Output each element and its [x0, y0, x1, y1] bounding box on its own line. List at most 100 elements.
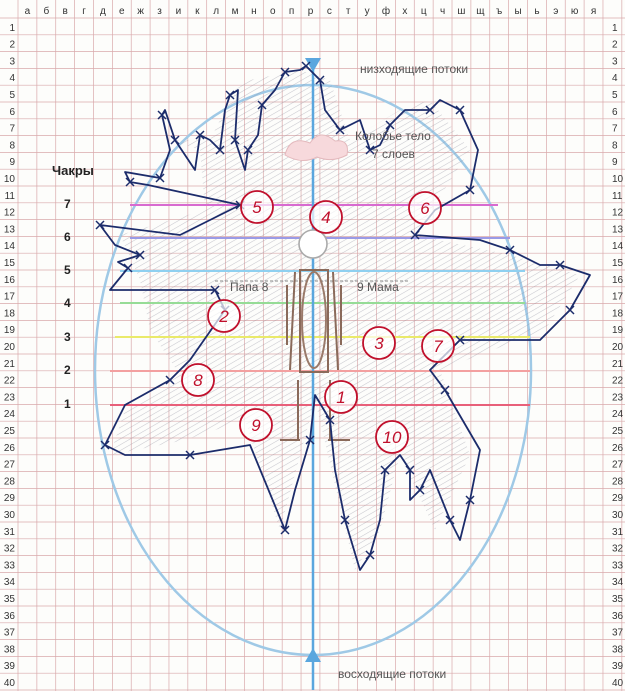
column-label: ц [421, 6, 427, 17]
column-headers: абвгдежзиклмнопрстуфхцчшщъыьэюя [25, 5, 597, 17]
row-label-right: 29 [612, 493, 624, 504]
column-label: э [553, 6, 558, 17]
row-label-left: 21 [4, 359, 16, 370]
row-label-right: 21 [612, 359, 624, 370]
column-label: т [346, 6, 351, 17]
row-label-left: 19 [4, 325, 16, 336]
row-label-left: 30 [4, 510, 16, 521]
row-label-right: 6 [612, 107, 618, 118]
column-label: д [100, 6, 106, 17]
column-label: б [43, 5, 49, 17]
column-label: е [119, 6, 125, 17]
row-label-right: 20 [612, 342, 624, 353]
column-label: ь [534, 6, 539, 17]
column-label: у [365, 6, 370, 17]
row-label-right: 10 [612, 174, 624, 185]
column-label: я [591, 6, 596, 17]
father-label: Папа 8 [230, 280, 269, 294]
row-label-right: 18 [612, 308, 624, 319]
row-label-right: 36 [612, 611, 624, 622]
row-label-left: 6 [9, 107, 15, 118]
row-label-left: 37 [4, 628, 16, 639]
down-flows-label: низходящие потоки [360, 62, 468, 76]
row-label-right: 16 [612, 275, 624, 286]
column-label: ю [571, 6, 579, 17]
column-label: с [327, 6, 332, 17]
row-label-left: 27 [4, 460, 16, 471]
body-layer-label-2: 7 слоев [372, 147, 415, 161]
row-label-right: 2 [612, 40, 618, 51]
row-label-left: 9 [9, 157, 15, 168]
row-label-left: 17 [4, 292, 16, 303]
column-label: п [289, 6, 294, 17]
row-label-left: 13 [4, 224, 16, 235]
column-label: о [270, 6, 276, 17]
row-label-left: 38 [4, 644, 16, 655]
body-layer-label-1: Колобье тело [355, 129, 431, 143]
column-label: ч [440, 6, 445, 17]
row-label-right: 7 [612, 124, 618, 135]
chakra-number: 5 [64, 263, 71, 277]
column-label: щ [476, 6, 484, 17]
row-label-right: 30 [612, 510, 624, 521]
row-label-right: 31 [612, 527, 624, 538]
column-label: ж [137, 6, 144, 17]
row-label-right: 17 [612, 292, 624, 303]
circle-number: 7 [433, 337, 443, 356]
row-label-right: 9 [612, 157, 618, 168]
row-label-left: 28 [4, 476, 16, 487]
row-label-left: 40 [4, 678, 16, 689]
column-label: г [82, 6, 86, 17]
column-label: р [308, 6, 314, 17]
row-label-left: 39 [4, 661, 16, 672]
column-label: з [157, 6, 162, 17]
row-label-left: 15 [4, 258, 16, 269]
row-label-right: 4 [612, 73, 618, 84]
row-label-right: 32 [612, 544, 624, 555]
row-label-right: 19 [612, 325, 624, 336]
circle-number: 10 [383, 428, 402, 447]
column-label: ъ [496, 6, 502, 17]
circle-number: 1 [336, 388, 345, 407]
chakra-number: 3 [64, 330, 71, 344]
row-label-left: 35 [4, 594, 16, 605]
row-label-left: 24 [4, 409, 16, 420]
column-label: и [176, 6, 182, 17]
row-label-right: 26 [612, 443, 624, 454]
row-label-right: 13 [612, 224, 624, 235]
row-label-right: 40 [612, 678, 624, 689]
circle-number: 5 [252, 198, 262, 217]
row-label-right: 25 [612, 426, 624, 437]
row-label-left: 26 [4, 443, 16, 454]
circle-number: 9 [251, 416, 261, 435]
row-label-left: 20 [4, 342, 16, 353]
chakra-number: 6 [64, 230, 71, 244]
row-label-left: 4 [9, 73, 15, 84]
row-label-right: 24 [612, 409, 624, 420]
circle-number: 4 [321, 208, 330, 227]
row-label-left: 7 [9, 124, 15, 135]
row-label-left: 33 [4, 560, 16, 571]
figure-head [299, 230, 327, 258]
chakra-numbers: 7654321 [64, 197, 71, 411]
row-label-left: 22 [4, 376, 16, 387]
row-label-left: 29 [4, 493, 16, 504]
chakra-number: 4 [64, 296, 71, 310]
row-label-right: 8 [612, 140, 618, 151]
row-label-left: 36 [4, 611, 16, 622]
row-label-right: 39 [612, 661, 624, 672]
circle-number: 2 [218, 307, 229, 326]
chakra-number: 2 [64, 363, 71, 377]
row-label-right: 27 [612, 460, 624, 471]
row-label-left: 2 [9, 40, 15, 51]
row-label-left: 32 [4, 544, 16, 555]
circle-number: 3 [374, 334, 384, 353]
circle-number: 6 [420, 199, 430, 218]
row-label-right: 22 [612, 376, 624, 387]
row-label-right: 37 [612, 628, 624, 639]
column-label: л [213, 6, 219, 17]
row-label-left: 5 [9, 90, 15, 101]
row-label-left: 1 [9, 23, 15, 34]
